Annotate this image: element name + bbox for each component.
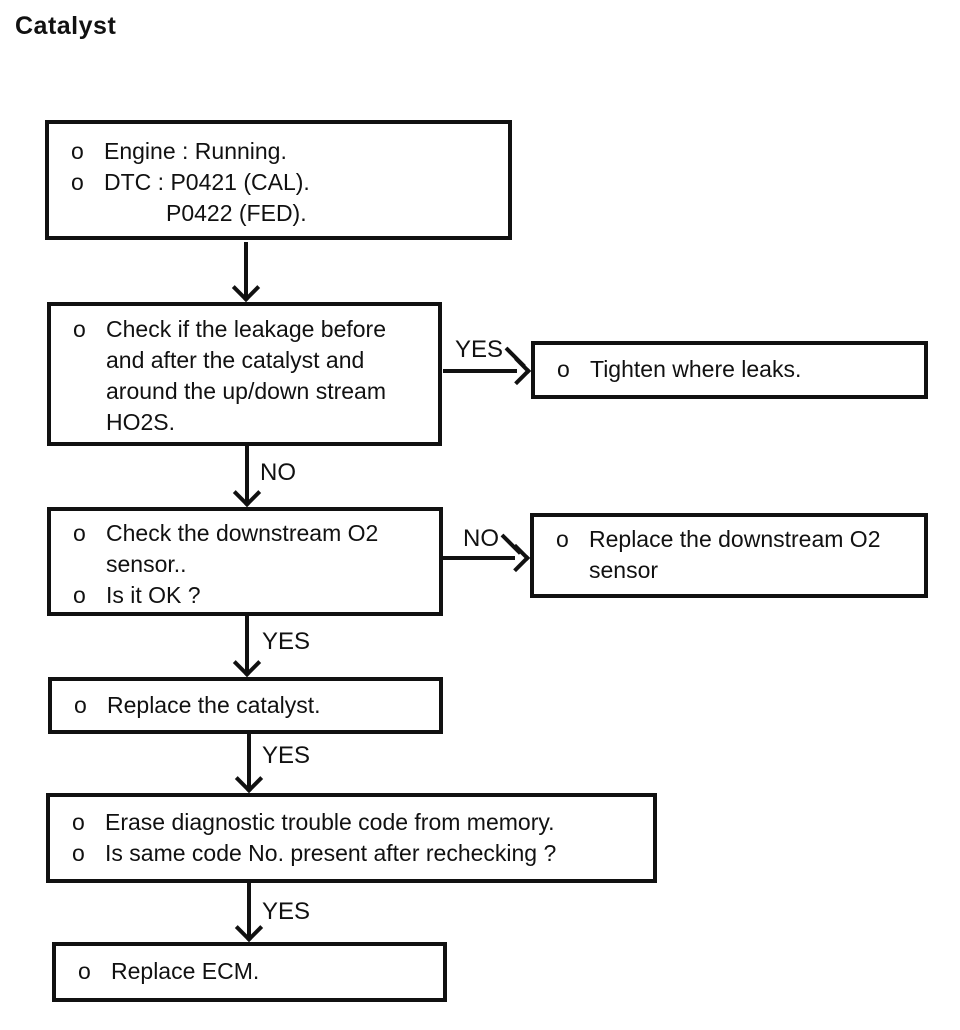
flow-box-replace-ecm: o Replace ECM. (52, 942, 447, 1002)
flow-box-start: o Engine : Running. o DTC : P0421 (CAL).… (45, 120, 512, 240)
box-line: o Replace the catalyst. (52, 690, 439, 721)
arrowhead-down-icon (234, 913, 264, 943)
arrow-label-yes-o2: YES (262, 628, 311, 655)
bullet-marker (73, 376, 106, 407)
arrow-label-no-leakage: NO (260, 459, 296, 486)
bullet-marker: o (556, 526, 569, 552)
box-line: o DTC : P0421 (CAL). (49, 167, 508, 198)
arrow-line-check-o2-to-replace-catalyst (245, 616, 249, 673)
box-text: P0422 (FED). (166, 200, 307, 226)
box-text: Replace the catalyst. (107, 692, 321, 718)
arrowhead-down-icon (234, 764, 264, 794)
bullet-marker: o (78, 958, 91, 984)
box-text: Tighten where leaks. (590, 356, 802, 382)
arrowhead-right-icon (502, 356, 532, 386)
arrow-label-yes-catalyst: YES (262, 742, 311, 769)
bullet-marker (73, 345, 106, 376)
flow-box-replace-o2: o Replace the downstream O2 sensor (530, 513, 928, 598)
arrow-line-leakage-to-check-o2 (245, 446, 249, 503)
flow-box-erase-dtc: o Erase diagnostic trouble code from mem… (46, 793, 657, 883)
box-text: sensor (589, 557, 659, 583)
bullet-marker: o (72, 809, 85, 835)
box-text: DTC : P0421 (CAL). (104, 169, 310, 195)
bullet-marker: o (73, 582, 86, 608)
box-line: sensor.. (51, 549, 439, 580)
bullet-marker (556, 555, 589, 586)
box-line: HO2S. (51, 407, 438, 438)
box-text: sensor.. (106, 551, 187, 577)
box-line: and after the catalyst and (51, 345, 438, 376)
box-line: o Tighten where leaks. (535, 354, 924, 385)
box-text: Is same code No. present after recheckin… (105, 840, 557, 866)
box-line: o Check the downstream O2 (51, 518, 439, 549)
box-text: HO2S. (106, 409, 176, 435)
bullet-marker: o (72, 840, 85, 866)
box-text: Replace ECM. (111, 958, 260, 984)
box-text: Engine : Running. (104, 138, 287, 164)
flow-box-check-o2: o Check the downstream O2 sensor.. o Is … (47, 507, 443, 616)
box-text: Check if the leakage before (106, 316, 387, 342)
bullet-marker (73, 549, 106, 580)
arrow-label-no-o2: NO (463, 525, 499, 552)
arrowhead-down-icon (232, 648, 262, 678)
box-text: Check the downstream O2 (106, 520, 379, 546)
bullet-marker: o (73, 316, 86, 342)
arrow-line-catalyst-to-erase (247, 734, 251, 789)
arrow-line-erase-to-ecm (247, 883, 251, 938)
box-text: around the up/down stream (106, 378, 387, 404)
box-line: P0422 (FED). (49, 198, 508, 229)
box-line: o Replace ECM. (56, 956, 443, 987)
bullet-marker: o (557, 356, 570, 382)
flow-box-check-leakage: o Check if the leakage before and after … (47, 302, 442, 446)
box-line: o Replace the downstream O2 (534, 524, 924, 555)
box-line: o Is same code No. present after recheck… (50, 838, 653, 869)
flow-box-tighten: o Tighten where leaks. (531, 341, 928, 399)
box-line: around the up/down stream (51, 376, 438, 407)
arrowhead-down-icon (232, 478, 262, 508)
box-line: o Check if the leakage before (51, 314, 438, 345)
arrow-label-yes-leakage: YES (455, 336, 504, 363)
box-text: Is it OK ? (106, 582, 201, 608)
bullet-marker: o (71, 169, 84, 195)
bullet-marker (71, 198, 104, 229)
bullet-marker: o (74, 692, 87, 718)
box-line: sensor (534, 555, 924, 586)
arrow-line-start-to-check-leakage (244, 242, 248, 298)
box-line: o Is it OK ? (51, 580, 439, 611)
box-text: Replace the downstream O2 (589, 526, 881, 552)
box-line: o Engine : Running. (49, 136, 508, 167)
page-title: Catalyst (15, 12, 117, 40)
arrow-line-check-o2-to-replace-o2 (443, 556, 515, 560)
arrow-label-yes-erase: YES (262, 898, 311, 925)
box-line: o Erase diagnostic trouble code from mem… (50, 807, 653, 838)
arrow-line-leakage-to-tighten (443, 369, 517, 373)
bullet-marker (73, 407, 106, 438)
arrowhead-right-icon (501, 543, 531, 573)
arrowhead-down-icon (231, 273, 261, 303)
box-text: and after the catalyst and (106, 347, 365, 373)
box-text: Erase diagnostic trouble code from memor… (105, 809, 555, 835)
bullet-marker: o (71, 138, 84, 164)
flow-box-replace-catalyst: o Replace the catalyst. (48, 677, 443, 734)
bullet-marker: o (73, 520, 86, 546)
